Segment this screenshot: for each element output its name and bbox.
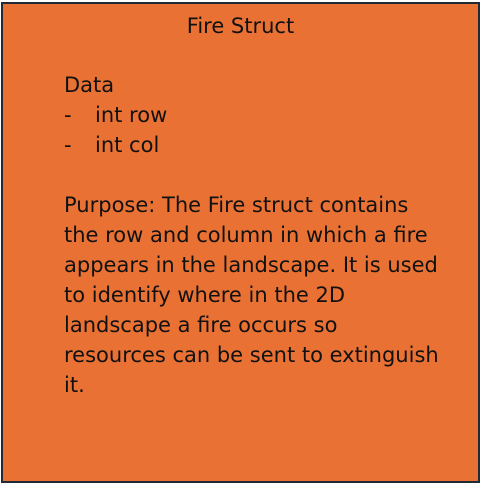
data-heading: Data xyxy=(64,73,115,97)
purpose-line: the row and column in which a fire xyxy=(64,223,428,247)
bullet-dash: - xyxy=(64,133,72,157)
field-label: int col xyxy=(95,133,160,157)
bullet-dash: - xyxy=(64,103,72,127)
card-title: Fire Struct xyxy=(186,14,295,38)
purpose-line: resources can be sent to extinguish xyxy=(64,343,439,367)
purpose-line: it. xyxy=(64,373,85,397)
field-row-col: -int col xyxy=(64,130,464,160)
purpose-line: Purpose: The Fire struct contains xyxy=(64,193,409,217)
purpose-line: landscape a fire occurs so xyxy=(64,313,338,337)
card-body: Data -int row -int col Purpose: The Fire… xyxy=(64,70,464,400)
purpose-paragraph: Purpose: The Fire struct contains the ro… xyxy=(64,190,464,400)
field-row-row: -int row xyxy=(64,100,464,130)
field-label: int row xyxy=(95,103,168,127)
purpose-line: appears in the landscape. It is used xyxy=(64,253,438,277)
purpose-line: to identify where in the 2D xyxy=(64,283,346,307)
